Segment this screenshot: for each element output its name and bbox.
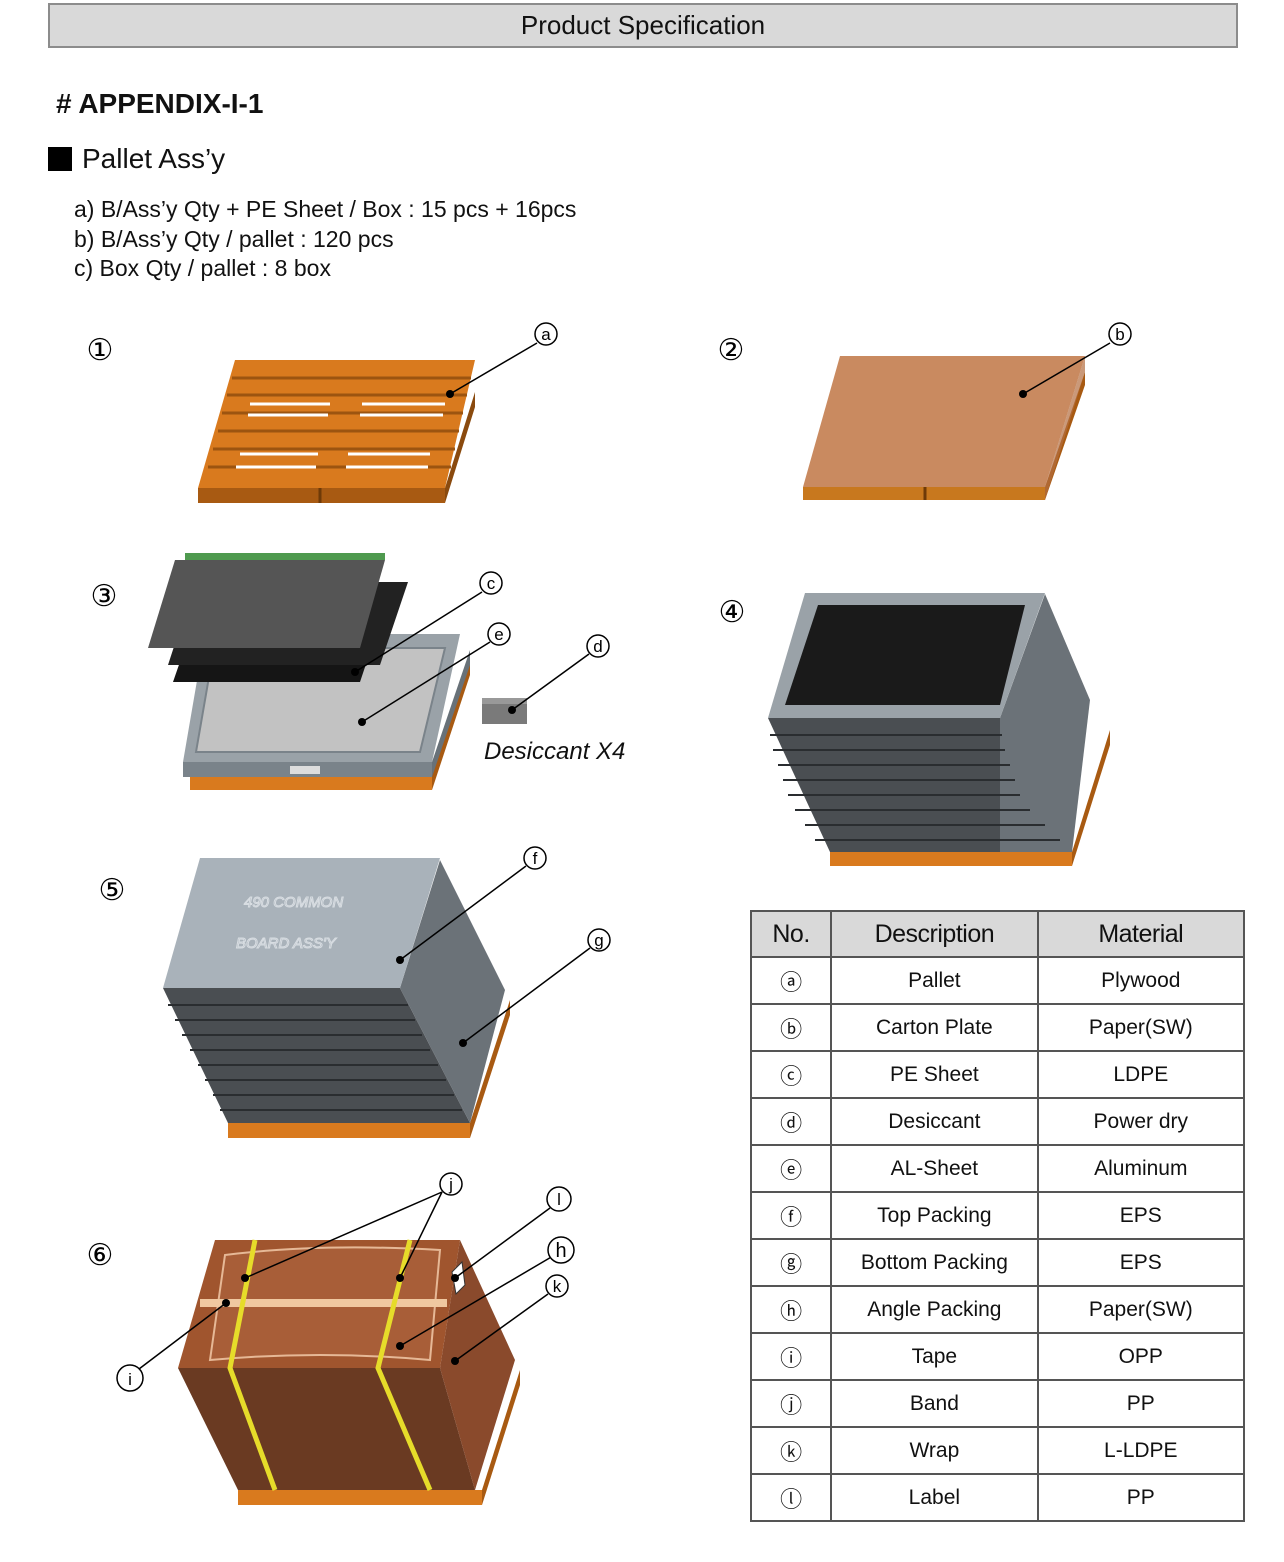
cell-description: Top Packing <box>830 1191 1039 1240</box>
cell-no: ⓛ <box>749 1473 833 1522</box>
col-header-no: No. <box>749 910 833 958</box>
cell-material: PP <box>1036 1379 1246 1428</box>
cell-material: LDPE <box>1036 1050 1246 1099</box>
callout-e: e <box>494 625 503 644</box>
cell-no: ⓑ <box>749 1003 833 1052</box>
col-header-material: Material <box>1036 910 1246 958</box>
spec-line-c: c) Box Qty / pallet : 8 box <box>74 255 331 281</box>
cell-material: PP <box>1036 1473 1246 1522</box>
cell-no: ⓖ <box>749 1238 833 1287</box>
cell-no: ⓕ <box>749 1191 833 1240</box>
cell-description: Carton Plate <box>830 1003 1039 1052</box>
cell-material: Paper(SW) <box>1036 1003 1246 1052</box>
table-header-row: No. Description Material <box>749 910 1246 958</box>
cell-description: Band <box>830 1379 1039 1428</box>
cell-material: OPP <box>1036 1332 1246 1381</box>
cell-material: Aluminum <box>1036 1144 1246 1193</box>
wrapped-box-illustration <box>178 1239 520 1505</box>
cell-no: ⓙ <box>749 1379 833 1428</box>
section-title: Pallet Ass’y <box>82 143 226 174</box>
cell-no: ⓐ <box>749 956 833 1005</box>
callout-d: d <box>593 637 602 656</box>
cell-description: Pallet <box>830 956 1039 1005</box>
cell-description: Tape <box>830 1332 1039 1381</box>
page-header: Product Specification <box>48 3 1238 48</box>
step-number-1: ① <box>87 333 114 368</box>
step-number-3: ③ <box>91 579 118 614</box>
cell-description: AL-Sheet <box>830 1144 1039 1193</box>
step-number-6: ⑥ <box>87 1238 114 1273</box>
col-header-description: Description <box>830 910 1039 958</box>
step-number-2: ② <box>718 333 745 368</box>
tray-with-sheets-illustration <box>148 553 527 790</box>
cell-description: Wrap <box>830 1426 1039 1475</box>
callout-k: k <box>553 1277 562 1296</box>
section-heading: Pallet Ass’y <box>48 143 225 175</box>
leader-lines <box>138 342 1111 1370</box>
cell-material: Paper(SW) <box>1036 1285 1246 1334</box>
callout-g: g <box>594 931 603 950</box>
callout-b: b <box>1115 325 1124 344</box>
square-bullet-icon <box>48 147 72 171</box>
spec-line-a: a) B/Ass’y Qty + PE Sheet / Box : 15 pcs… <box>74 196 577 222</box>
leader-dots <box>222 390 1027 1365</box>
cell-no: ⓔ <box>749 1144 833 1193</box>
box-print-line1: 490 COMMON <box>244 894 343 911</box>
cell-material: L-LDPE <box>1036 1426 1246 1475</box>
step-number-5: ⑤ <box>99 873 126 908</box>
cell-description: Label <box>830 1473 1039 1522</box>
spec-line-b: b) B/Ass’y Qty / pallet : 120 pcs <box>74 226 394 252</box>
desiccant-note: Desiccant X4 <box>484 738 626 765</box>
cell-material: Power dry <box>1036 1097 1246 1146</box>
callout-f: f <box>533 849 538 868</box>
callout-h: h <box>555 1240 566 1262</box>
cell-no: ⓘ <box>749 1332 833 1381</box>
stacked-trays-illustration <box>768 593 1110 866</box>
appendix-title: # APPENDIX-I-1 <box>56 88 264 119</box>
cell-material: EPS <box>1036 1191 1246 1240</box>
carton-plate-illustration <box>803 356 1085 500</box>
pallet-illustration <box>198 360 475 503</box>
callout-c: c <box>487 574 496 593</box>
callout-a: a <box>541 325 551 344</box>
cell-no: ⓗ <box>749 1285 833 1334</box>
cell-no: ⓒ <box>749 1050 833 1099</box>
step-number-4: ④ <box>719 595 746 630</box>
box-print-line2: BOARD ASS'Y <box>236 935 337 952</box>
callout-j: j <box>448 1175 453 1194</box>
cell-material: EPS <box>1036 1238 1246 1287</box>
covered-stack-illustration: 490 COMMON BOARD ASS'Y <box>163 858 510 1138</box>
header-title: Product Specification <box>520 10 766 40</box>
cell-description: Angle Packing <box>830 1285 1039 1334</box>
cell-description: Bottom Packing <box>830 1238 1039 1287</box>
cell-no: ⓓ <box>749 1097 833 1146</box>
callout-circles <box>116 322 1132 1392</box>
callout-l: l <box>557 1190 561 1209</box>
cell-description: Desiccant <box>830 1097 1039 1146</box>
cell-description: PE Sheet <box>830 1050 1039 1099</box>
cell-material: Plywood <box>1036 956 1246 1005</box>
callout-i: i <box>128 1370 132 1389</box>
cell-no: ⓚ <box>749 1426 833 1475</box>
